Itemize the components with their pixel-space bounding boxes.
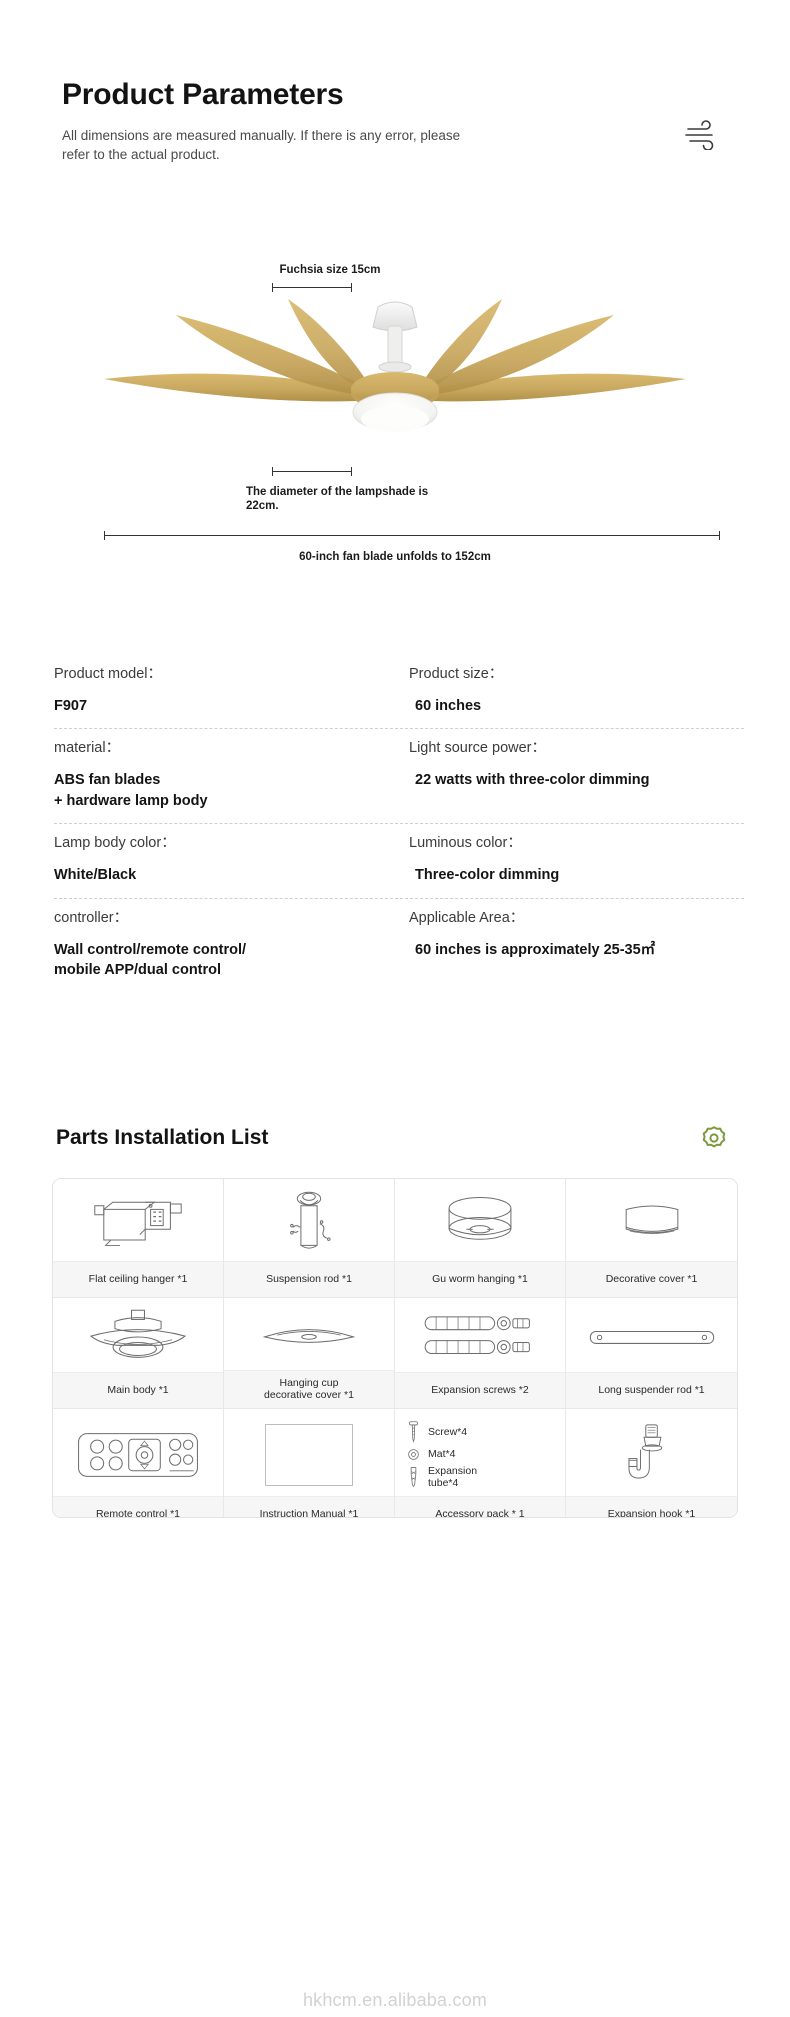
part-label: Hanging cup decorative cover *1: [224, 1369, 394, 1408]
flat-ceiling-hanger-icon: [53, 1179, 223, 1261]
expansion-hook-icon: [566, 1409, 737, 1496]
fuchsia-size-dimension-line: [272, 283, 352, 292]
part-label: Expansion hook *1: [566, 1496, 737, 1517]
accessory-item: Screw*4: [405, 1419, 555, 1445]
spec-row: Product model： F907 Product size： 60 inc…: [54, 655, 744, 728]
specifications-table: Product model： F907 Product size： 60 inc…: [54, 655, 744, 993]
spec-value: Wall control/remote control/ mobile APP/…: [54, 941, 247, 979]
spec-key: Product size：: [409, 666, 504, 682]
spec-cell-right: Product size： 60 inches: [399, 665, 744, 716]
gear-icon: [700, 1124, 728, 1152]
fan-span-label: 60-inch fan blade unfolds to 152cm: [299, 551, 491, 563]
main-body-icon: [53, 1298, 223, 1372]
spec-key: Light source power：: [409, 740, 547, 757]
part-cell[interactable]: Flat ceiling hanger *1: [53, 1179, 224, 1298]
spec-value: Three-color dimming: [415, 867, 560, 884]
part-cell[interactable]: Screw*4 Mat*4: [395, 1409, 566, 1517]
manual-page-shape: [265, 1423, 353, 1486]
spec-key: controller：: [54, 909, 129, 926]
part-cell[interactable]: Expansion hook *1: [566, 1409, 737, 1517]
part-label: Main body *1: [53, 1372, 223, 1408]
part-cell[interactable]: Long suspender rod *1: [566, 1298, 737, 1409]
expansion-screws-icon: [395, 1298, 565, 1372]
accessory-pack-icon: Screw*4 Mat*4: [395, 1409, 565, 1496]
part-cell[interactable]: Expansion screws *2: [395, 1298, 566, 1409]
part-cell[interactable]: Hanging cup decorative cover *1: [224, 1298, 395, 1409]
spec-value: F907: [54, 697, 88, 714]
spec-value: White/Black: [54, 867, 137, 884]
parts-section-header: Parts Installation List: [56, 1126, 734, 1150]
remote-control-icon: [53, 1409, 223, 1496]
watermark: hkhcm.en.alibaba.com: [302, 1990, 488, 2010]
long-suspender-rod-icon: [566, 1298, 737, 1372]
spec-cell-right: Light source power： 22 watts with three-…: [399, 739, 744, 811]
part-label: Remote control *1: [53, 1496, 223, 1517]
spec-value: 22 watts with three-color dimming: [415, 772, 650, 789]
expansion-tube-icon: [405, 1464, 421, 1490]
spec-value: 60 inches is approximately 25-35㎡: [415, 941, 656, 958]
fan-span-dimension-line: [104, 531, 720, 540]
suspension-rod-icon: [224, 1179, 394, 1261]
spec-key: Lamp body color：: [54, 835, 176, 852]
part-cell[interactable]: Decorative cover *1: [566, 1179, 737, 1298]
spec-cell-right: Applicable Area： 60 inches is approximat…: [399, 909, 744, 981]
decorative-cover-icon: [566, 1179, 737, 1261]
page-title: Product Parameters: [62, 78, 344, 111]
spec-value: ABS fan blades + hardware lamp body: [54, 772, 208, 809]
ceiling-fan-illustration: [104, 299, 686, 432]
part-label: Expansion screws *2: [395, 1372, 565, 1408]
spec-cell-left: Product model： F907: [54, 665, 399, 716]
spec-cell-left: controller： Wall control/remote control/…: [54, 909, 399, 981]
part-label: Suspension rod *1: [224, 1261, 394, 1297]
parts-grid: Flat ceiling hanger *1 Suspension rod *1: [52, 1178, 738, 1518]
part-label: Flat ceiling hanger *1: [53, 1261, 223, 1297]
spec-cell-right: Luminous color： Three-color dimming: [399, 834, 744, 885]
part-cell[interactable]: Instruction Manual *1: [224, 1409, 395, 1517]
spec-cell-left: material： ABS fan blades + hardware lamp…: [54, 739, 399, 811]
hanging-cup-cover-icon: [224, 1298, 394, 1370]
part-label: Decorative cover *1: [566, 1261, 737, 1297]
spec-key: Luminous color：: [409, 835, 522, 852]
spec-cell-left: Lamp body color： White/Black: [54, 834, 399, 885]
accessory-item: Expansion tube*4: [405, 1464, 555, 1490]
fuchsia-size-label: Fuchsia size 15cm: [279, 264, 381, 276]
accessory-pack-list: Screw*4 Mat*4: [399, 1415, 561, 1494]
part-label: Long suspender rod *1: [566, 1372, 737, 1408]
part-cell[interactable]: Suspension rod *1: [224, 1179, 395, 1298]
part-cell[interactable]: Remote control *1: [53, 1409, 224, 1517]
instruction-manual-icon: [224, 1409, 394, 1496]
part-cell[interactable]: Gu worm hanging *1: [395, 1179, 566, 1298]
spec-row: controller： Wall control/remote control/…: [54, 897, 744, 993]
spec-row: material： ABS fan blades + hardware lamp…: [54, 728, 744, 823]
spec-key: Applicable Area：: [409, 909, 525, 926]
spec-key: material：: [54, 740, 121, 757]
gu-worm-hanging-icon: [395, 1179, 565, 1261]
accessory-item: Mat*4: [405, 1448, 555, 1461]
washer-icon: [405, 1448, 421, 1461]
page-header: Product Parameters All dimensions are me…: [62, 78, 722, 164]
accessory-label: Expansion tube*4: [428, 1464, 478, 1489]
part-label: Accessory pack * 1: [395, 1496, 565, 1517]
fan-dimension-diagram: Fuchsia size 15cm: [0, 255, 790, 585]
lampshade-diameter-dimension-line: [272, 467, 352, 476]
accessory-label: Mat*4: [428, 1448, 456, 1461]
part-label: Gu worm hanging *1: [395, 1261, 565, 1297]
spec-row: Lamp body color： White/Black Luminous co…: [54, 823, 744, 897]
spec-key: Product model：: [54, 666, 162, 682]
parts-title: Parts Installation List: [56, 1126, 269, 1149]
spec-value: 60 inches: [415, 697, 482, 714]
lampshade-diameter-label: The diameter of the lampshade is 22cm.: [246, 486, 429, 513]
page-subtitle: All dimensions are measured manually. If…: [62, 128, 461, 162]
wind-icon: [682, 120, 722, 151]
accessory-label: Screw*4: [428, 1425, 468, 1438]
screw-icon: [405, 1419, 421, 1445]
part-cell[interactable]: Main body *1: [53, 1298, 224, 1409]
part-label: Instruction Manual *1: [224, 1496, 394, 1517]
